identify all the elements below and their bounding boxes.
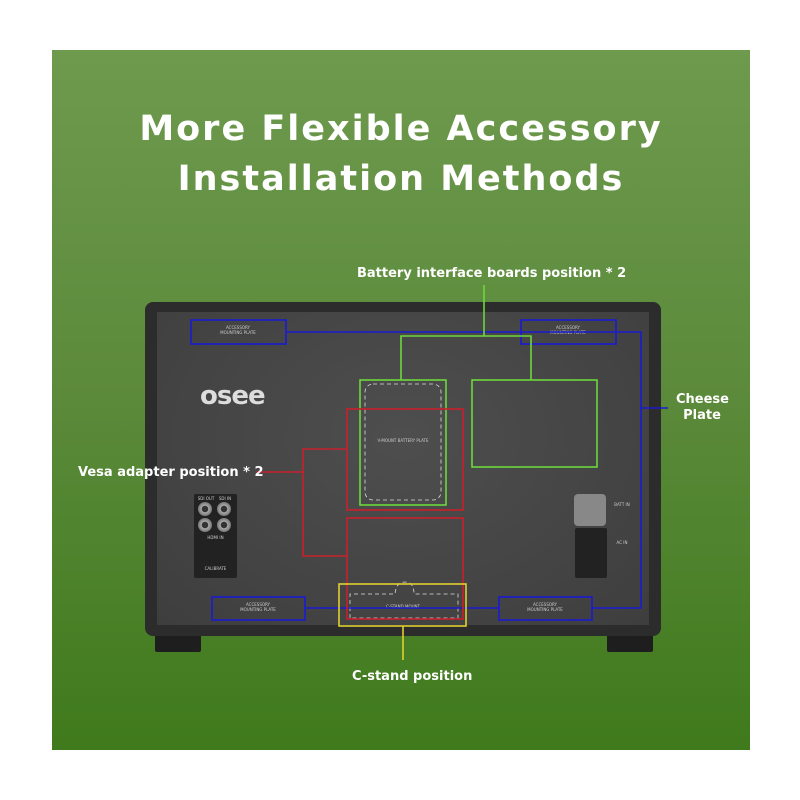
- osee-logo: osee: [200, 381, 266, 411]
- accessory-plate-box-bottom-left: [211, 596, 306, 621]
- calibrate-label: CALIBRATE: [204, 566, 227, 571]
- cstand-mount-text: C-STAND MOUNT: [386, 604, 420, 609]
- bnc-connector-icon: [198, 518, 212, 532]
- battery-plate-text: V-MOUNT BATTERY PLATE: [377, 438, 429, 443]
- sdi-out-label: SDI OUT: [197, 496, 215, 501]
- cheese-plate-connector-line: [286, 331, 668, 609]
- hdmi-in-label: HDMI IN: [207, 535, 224, 540]
- battery-plate-outline: [364, 383, 442, 501]
- battery-interface-label: Battery interface boards position * 2: [357, 266, 627, 281]
- cheese-plate-label-line2: Plate: [683, 408, 721, 423]
- vesa-box-upper: [346, 408, 464, 511]
- vesa-connector-line: [256, 448, 347, 557]
- accessory-plate-box-bottom-right: [498, 596, 593, 621]
- sdi-in-label: SDI IN: [218, 496, 232, 501]
- cstand-plate-outline: [349, 581, 459, 619]
- accessory-plate-text: ACCESSORY MOUNTING PLATE: [220, 325, 256, 335]
- io-connector-panel: SDI OUT SDI IN HDMI IN CALIBRATE: [194, 494, 237, 578]
- vesa-box-lower: [346, 517, 464, 620]
- accessory-plate-box-top-left: [190, 319, 287, 345]
- ac-in-label: AC IN: [616, 540, 628, 545]
- cstand-position-label: C-stand position: [352, 669, 473, 684]
- batt-in-label: BATT IN: [614, 502, 630, 507]
- bnc-connector-icon: [217, 518, 231, 532]
- accessory-plate-text: ACCESSORY MOUNTING PLATE: [527, 602, 563, 612]
- cheese-plate-label-line1: Cheese: [676, 392, 729, 407]
- battery-board-box-right: [471, 379, 598, 468]
- headline-line-2: Installation Methods: [177, 159, 625, 199]
- monitor-back-panel: [157, 312, 649, 625]
- accessory-plate-text: ACCESSORY MOUNTING PLATE: [240, 602, 276, 612]
- vesa-adapter-label: Vesa adapter position * 2: [78, 465, 264, 480]
- ac-power-inlet: [575, 528, 607, 578]
- battery-board-box-left: [359, 379, 447, 506]
- bnc-connector-icon: [198, 502, 212, 516]
- bnc-connector-icon: [217, 502, 231, 516]
- headline-line-1: More Flexible Accessory: [139, 109, 663, 149]
- battery-connector-line: [400, 285, 532, 380]
- xlr-battery-connector: [574, 494, 606, 526]
